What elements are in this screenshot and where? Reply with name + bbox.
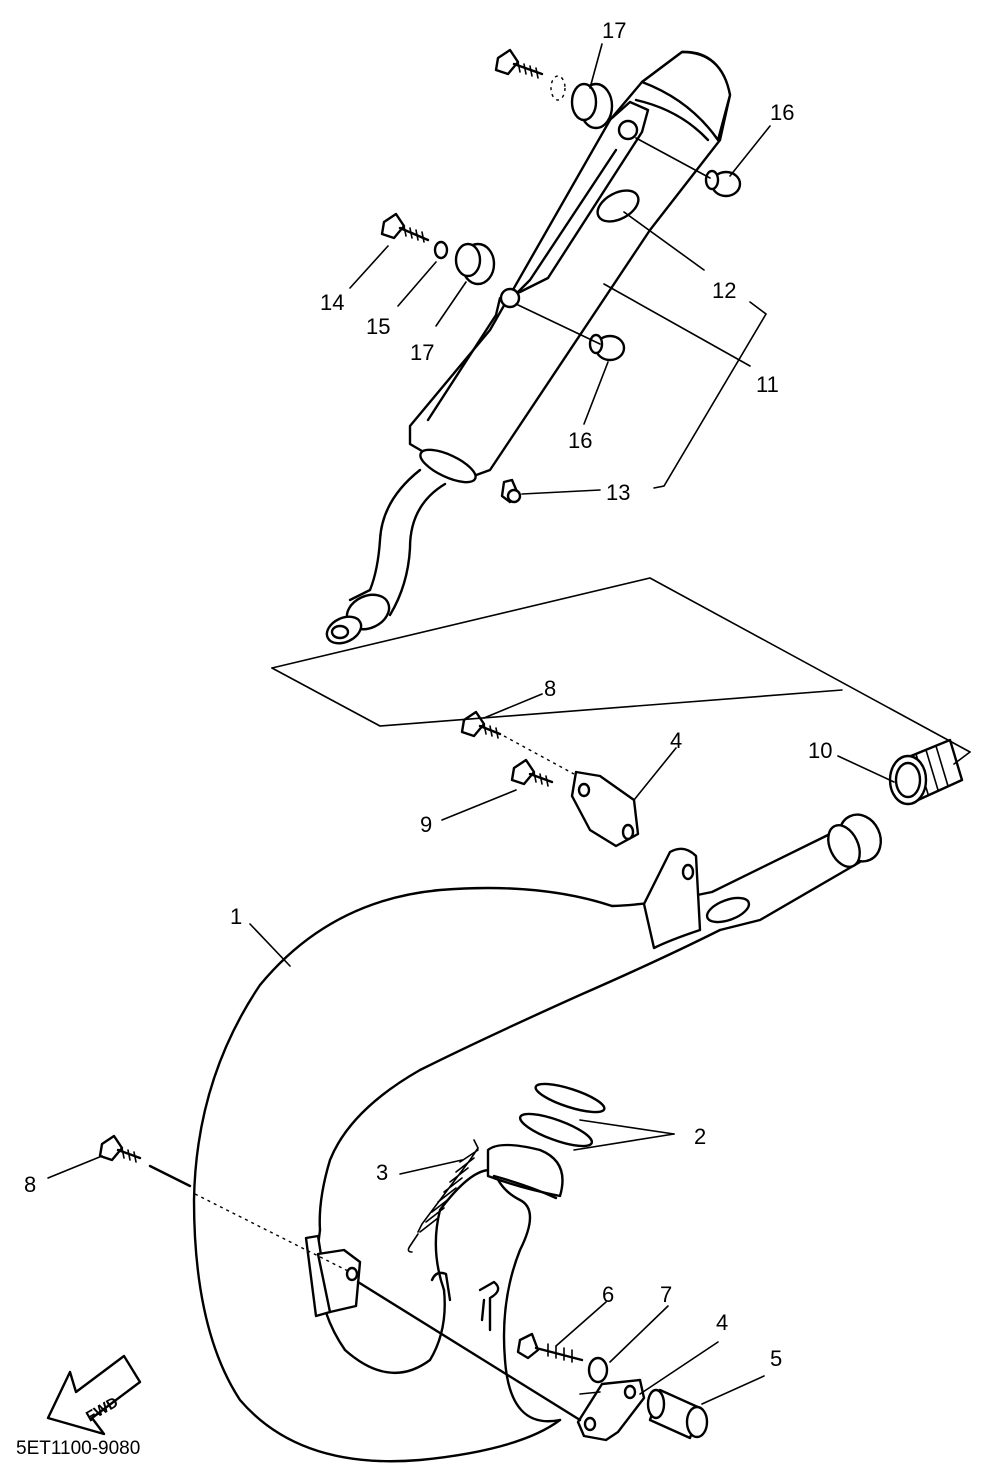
- callout-8-top: 8: [544, 676, 556, 701]
- silencer-assembly: [325, 48, 742, 645]
- diagram-code: 5ET1100-9080: [16, 1438, 140, 1459]
- leader-lines: [47, 43, 895, 1405]
- bolt-8-top: [460, 710, 502, 739]
- grommet-16-upper: [704, 169, 742, 198]
- silencer-end-cap: [640, 50, 732, 142]
- mid-parts: [460, 710, 964, 848]
- callout-16-top: 16: [770, 100, 794, 125]
- callout-17-lower: 17: [410, 340, 434, 365]
- callout-7: 7: [660, 1282, 672, 1307]
- callout-5: 5: [770, 1346, 782, 1371]
- fwd-arrow-icon: FWD: [46, 1354, 142, 1436]
- bolt-9: [510, 758, 554, 787]
- callout-12: 12: [712, 278, 736, 303]
- grouping-lines: [271, 301, 971, 765]
- exhaust-bracket: [642, 847, 702, 950]
- washer-7: [587, 1356, 609, 1384]
- exhaust-inlet-flange: [486, 1143, 564, 1198]
- callout-3: 3: [376, 1160, 388, 1185]
- callout-15: 15: [366, 314, 390, 339]
- callout-4-top: 4: [670, 728, 682, 753]
- bracket-4-upper: [570, 770, 640, 848]
- bolt-8-left: [98, 1134, 142, 1163]
- silencer-plate-12: [596, 189, 640, 223]
- callout-2: 2: [694, 1124, 706, 1149]
- callout-4-lower: 4: [716, 1310, 728, 1335]
- bolt-17-top: [494, 48, 544, 79]
- exhaust-chamber-1: [192, 886, 614, 1463]
- collar-17-lower: [454, 242, 496, 286]
- callout-13: 13: [606, 480, 630, 505]
- silencer-bracket: [426, 100, 650, 422]
- callout-11: 11: [756, 372, 779, 397]
- screw-13: [500, 478, 522, 504]
- collar-5: [646, 1388, 709, 1440]
- callout-16-lower: 16: [568, 428, 592, 453]
- callout-1: 1: [230, 904, 242, 929]
- spring-3: [407, 1139, 479, 1253]
- callout-14: 14: [320, 290, 344, 315]
- bracket-4-lower: [576, 1378, 646, 1442]
- collar-17-upper: [570, 82, 614, 130]
- callout-10: 10: [808, 738, 832, 763]
- grommet-16-lower: [588, 333, 626, 362]
- callout-labels: 17 16 12 14 15 17 11 16 13 8 4 10 9 1 2 …: [24, 18, 832, 1371]
- washer-15: [433, 240, 449, 260]
- silencer-pipe: [348, 468, 447, 617]
- bolt-6: [516, 1332, 584, 1363]
- callout-6: 6: [602, 1282, 614, 1307]
- o-rings-2: [518, 1082, 606, 1148]
- exhaust-header-pipe: [434, 1168, 562, 1423]
- exhaust-chamber-assembly: [98, 813, 882, 1463]
- callout-8-left: 8: [24, 1172, 36, 1197]
- callout-17-top: 17: [602, 18, 626, 43]
- callout-9: 9: [420, 812, 432, 837]
- joint-10: [888, 738, 964, 806]
- bolt-14: [380, 212, 430, 243]
